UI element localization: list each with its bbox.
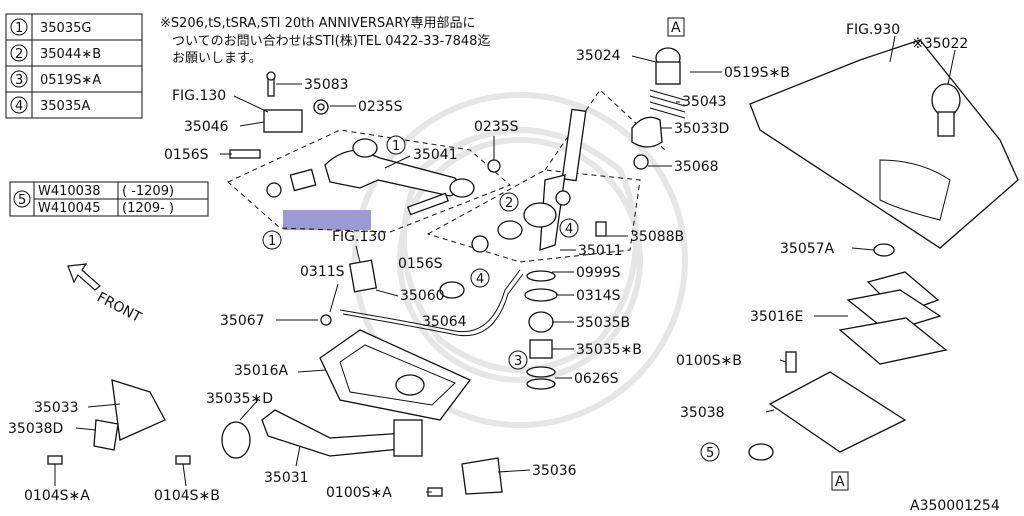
legend-part-2: 35044∗B [40,47,101,62]
bracket-35046 [263,109,303,133]
upper-lever-parts [631,47,686,170]
legend-num-1: 1 [15,21,23,36]
ref-box-a-bottom [831,471,849,491]
lower-link-parts [47,379,503,497]
note-line-3: お願いします。 [172,51,262,66]
label-35038: 35038 [680,405,725,421]
legend-part-4: 35035A [40,99,90,114]
label-35016a: 35016A [234,363,289,379]
label-fig930: FIG.930 [846,22,900,38]
lever-35011 [561,108,587,182]
legend5-range-1: ( -1209) [122,184,174,199]
label-35064: 35064 [422,314,467,330]
label-35011: 35011 [578,243,623,259]
label-35060: 35060 [400,288,445,304]
label-35036: 35036 [532,463,577,479]
ref-box-a-top [667,17,685,37]
label-35057a: 35057A [780,241,835,257]
callout-4-b: 4 [476,272,484,287]
label-ref-a-top: A [671,20,681,36]
shift-lever-parts [471,108,607,390]
label-35038d: 35038D [8,421,63,437]
label-35024: 35024 [576,48,621,64]
label-35083: 35083 [304,77,349,93]
label-fig130-a: FIG.130 [172,88,226,104]
label-0519sb: 0519S∗B [724,65,790,81]
legend-table: 1 2 3 4 35035G 35044∗B 0519S∗A 35035A [5,13,143,119]
label-35043: 35043 [682,94,727,110]
label-0311s: 0311S [300,264,345,280]
callout-5: 5 [706,446,714,461]
label-ref-a-bottom: A [835,474,845,490]
pin-35083 [267,77,275,97]
label-0104sb: 0104S∗B [154,488,220,504]
label-35067: 35067 [220,313,265,329]
callout-circles [262,135,720,462]
label-0626s: 0626S [574,371,619,387]
label-35041: 35041 [413,147,458,163]
label-0104sa: 0104S∗A [24,488,90,504]
label-35031: 35031 [264,470,309,486]
callout-4-a: 4 [565,222,573,237]
cable-parts [320,259,524,337]
label-35046: 35046 [184,119,229,135]
label-0100sa: 0100S∗A [326,485,392,501]
label-front: FRONT [94,289,144,326]
label-35033: 35033 [34,400,79,416]
part-labels: 35083 FIG.130 0235S 35046 0156S 35041 02… [8,20,1000,514]
watermark-emblem [352,92,688,428]
label-fig130-b: FIG.130 [332,229,386,245]
linkage-parts [229,71,501,216]
note-line-2: ついてのお問い合わせはSTI(株)TEL 0422-33-7848迄 [172,34,490,49]
label-35035b2: 35035∗B [576,342,642,358]
callout-3: 3 [514,354,522,369]
callout-2: 2 [505,196,513,211]
label-0100sb: 0100S∗B [676,353,742,369]
legend-num-4: 4 [15,99,23,114]
legend5-range-2: (1209- ) [122,201,174,216]
label-0235s-a: 0235S [358,99,403,115]
base-plate-35016a [319,329,472,421]
legend-num-3: 3 [15,73,23,88]
legend-part-3: 0519S∗A [40,73,101,88]
label-0156s-a: 0156S [164,147,209,163]
label-35068: 35068 [674,159,719,175]
legend5-num: 5 [18,193,26,208]
console-panel [749,39,1019,249]
label-35022: ※35022 [912,36,968,52]
front-arrow-icon [67,263,101,291]
legend-part-1: 35035G [40,21,91,36]
note-line-1: ※S206,tS,tSRA,STI 20th ANNIVERSARY専用部品に [160,16,475,31]
highlight-box [283,210,371,230]
legend5-table: 5 W410038 ( -1209) W410045 (1209- ) [9,181,209,217]
diagram-id: A350001254 [910,498,1000,512]
label-35088b: 35088B [630,229,684,245]
label-35016e: 35016E [750,309,803,325]
anniversary-note: ※S206,tS,tSRA,STI 20th ANNIVERSARY専用部品に … [160,16,490,66]
label-0999s: 0999S [576,265,621,281]
label-35035b: 35035B [576,315,630,331]
label-35035d: 35035∗D [206,391,273,407]
label-0314s: 0314S [576,288,621,304]
leader-lines [54,35,956,493]
legend5-part-2: W410045 [38,201,100,216]
label-0235s-b: 0235S [474,119,519,135]
legend5-part-1: W410038 [38,184,100,199]
callout-1-b: 1 [268,234,276,249]
label-35033d: 35033D [674,121,729,137]
label-0156s-b: 0156S [398,256,443,272]
legend-num-2: 2 [15,47,23,62]
callout-1-a: 1 [392,139,400,154]
right-lower-parts [748,243,948,461]
